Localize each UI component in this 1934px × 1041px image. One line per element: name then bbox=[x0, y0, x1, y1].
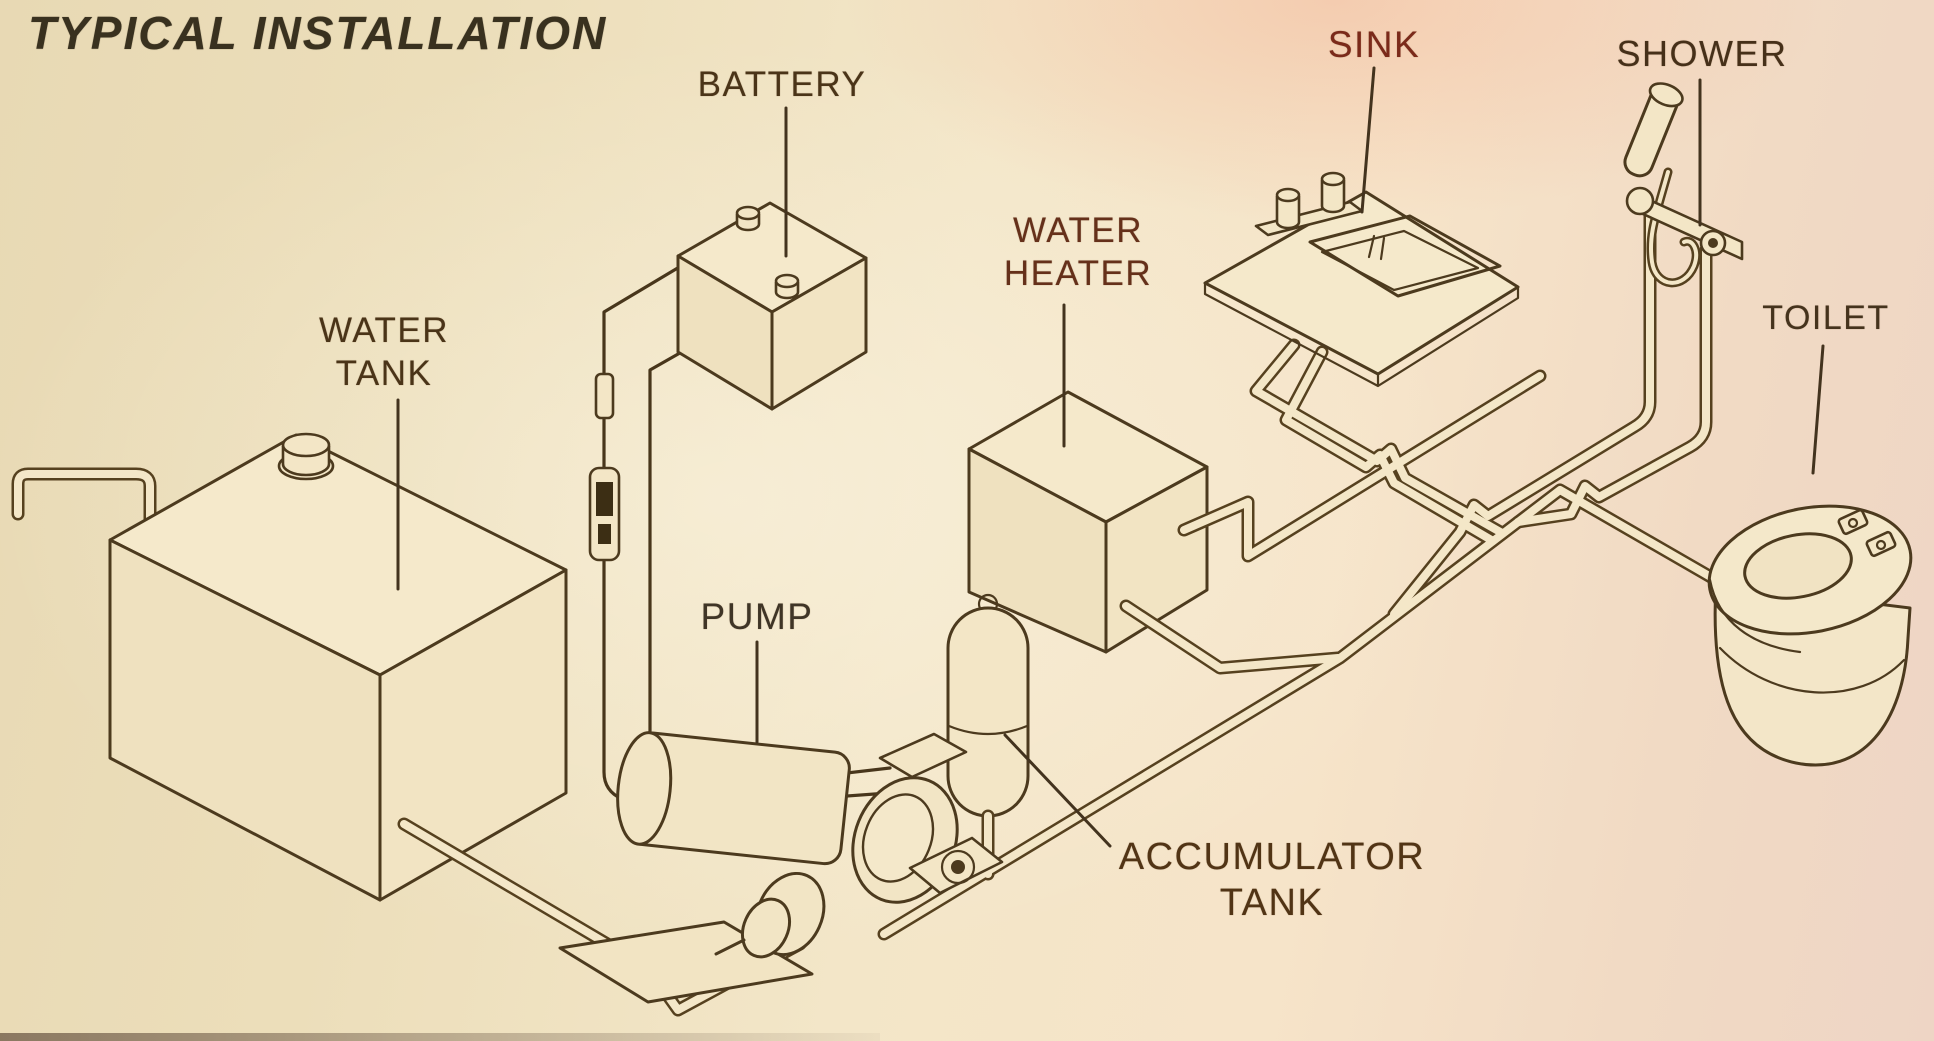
pump-coupling bbox=[714, 871, 826, 959]
toilet-seat-opening bbox=[1743, 532, 1853, 600]
photo-edge-shadow bbox=[0, 1033, 880, 1041]
sink-label: SINK bbox=[1327, 24, 1421, 65]
pump-pressure-switch bbox=[878, 732, 968, 779]
toilet-bowl-waist bbox=[1718, 646, 1906, 694]
battery bbox=[676, 201, 868, 411]
toilet bbox=[1707, 504, 1913, 767]
pump-head-inner bbox=[861, 793, 935, 883]
pump-label: PUMP bbox=[700, 596, 814, 637]
accumulator-body bbox=[946, 606, 1030, 818]
sink bbox=[1203, 171, 1520, 388]
leader-lines bbox=[396, 66, 1825, 848]
tank-filler-cap bbox=[277, 432, 335, 481]
shower bbox=[1623, 82, 1744, 288]
battery-label: BATTERY bbox=[697, 65, 867, 104]
page-title: TYPICAL INSTALLATION bbox=[28, 7, 608, 59]
battery-terminal bbox=[774, 273, 800, 300]
toilet-label: TOILET bbox=[1762, 299, 1890, 337]
battery-terminal bbox=[735, 205, 761, 232]
sink-countertop bbox=[1203, 190, 1520, 376]
shower-bracket-fitting bbox=[1625, 186, 1655, 216]
accumulator-seam bbox=[947, 724, 1029, 736]
pump-motor bbox=[616, 731, 851, 866]
wire-connector bbox=[594, 372, 615, 420]
toilet-seat-lip bbox=[1708, 578, 1802, 654]
water-tank-label: WATER TANK bbox=[319, 311, 449, 393]
sink-basin-rim bbox=[1308, 214, 1502, 298]
battery-front-face bbox=[770, 256, 868, 411]
water-heater-label: WATER HEATER bbox=[1003, 211, 1153, 293]
sink-faucet bbox=[1254, 171, 1386, 261]
sink-counter-edge bbox=[1203, 281, 1520, 388]
water-tank bbox=[11, 432, 568, 902]
shower-wand bbox=[1623, 82, 1684, 178]
pump bbox=[558, 731, 1004, 1004]
tank-vent-pipe bbox=[11, 467, 157, 559]
toilet-leader bbox=[1811, 344, 1825, 475]
tank-front-face bbox=[378, 568, 568, 902]
toilet-lid-hinge bbox=[1837, 508, 1897, 558]
sink-basin-bottom bbox=[1320, 229, 1480, 292]
faucet-spout-stream bbox=[1367, 234, 1386, 261]
accumulator-tank bbox=[946, 593, 1030, 818]
accumulator-tank-leader bbox=[1003, 733, 1112, 848]
inline-fuse bbox=[588, 466, 621, 562]
sink-leader bbox=[1360, 66, 1376, 214]
shower-label: SHOWER bbox=[1616, 33, 1788, 74]
accumulator-tank-label: ACCUMULATOR TANK bbox=[1118, 836, 1426, 925]
